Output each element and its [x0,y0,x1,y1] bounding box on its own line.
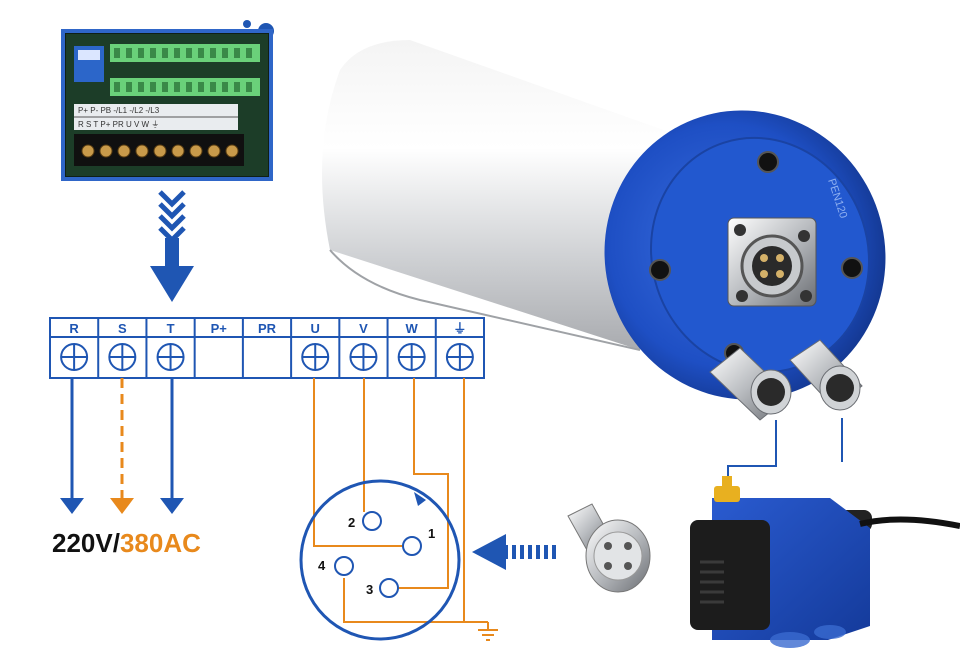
terminal-screw-icon [445,343,474,371]
terminal-screw-icon [397,343,426,371]
supply-voltage-label: 220V/380AC [52,528,201,559]
terminal-label-0: R [69,321,79,336]
voltage-220: 220V/ [52,528,120,558]
inverter-label-row-0: P+ P- PB -/L1 -/L2 -/L3 [78,106,160,115]
cable-gland-left [709,347,792,421]
arrow-r-icon [60,498,84,514]
terminal-screw-icon [156,343,185,371]
terminal-screw-icon [60,343,89,371]
terminal-label-4: PR [258,321,277,336]
decor-dot [243,20,251,28]
water-pump [690,476,960,648]
terminal-block: R S T P+ PR U V W ⏚ [49,317,485,379]
left-arrow-icon [472,534,556,570]
pin-label-3: 3 [366,582,373,597]
terminal-label-8: ⏚ [453,321,466,336]
terminal-screw-icon [108,343,137,371]
pin-3 [379,578,399,598]
terminal-label-2: T [167,321,175,336]
inverter-photo: P+ P- PB -/L1 -/L2 -/L3 R S T P+ PR U V W… [61,20,274,181]
terminal-screw-icon [301,343,330,371]
cable-gland-right [789,339,863,411]
terminal-label-1: S [118,321,127,336]
down-arrow-icon [150,238,194,302]
pin-label-2: 2 [348,515,355,530]
pin-4 [334,556,354,576]
pin-label-1: 1 [428,526,435,541]
arrow-s-icon [110,498,134,514]
terminal-label-7: W [406,321,419,336]
spindle-motor: PEN120 [322,40,886,421]
pin-2 [362,511,382,531]
terminal-label-5: U [311,321,320,336]
aviation-plug [567,503,651,593]
down-chevrons [158,190,186,244]
connector-pinout: 1 2 3 4 [299,479,461,641]
pin-label-4: 4 [318,558,326,573]
ground-icon [478,622,498,641]
hose-lines [727,418,843,496]
voltage-380: 380AC [119,528,201,558]
arrow-t-icon [160,498,184,514]
terminal-screw-icon [349,343,378,371]
inverter-label-row-1: R S T P+ PR U V W ⏚ [78,120,159,129]
terminal-label-3: P+ [211,321,228,336]
key-notch-icon [414,492,426,506]
supply-wires [60,378,184,514]
pin-1 [402,536,422,556]
terminal-label-6: V [359,321,368,336]
motor-wires [313,378,488,623]
